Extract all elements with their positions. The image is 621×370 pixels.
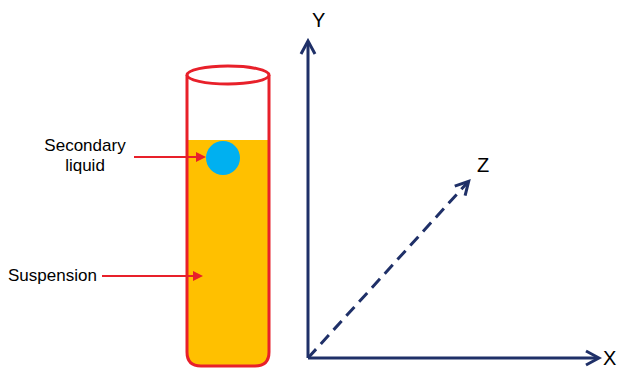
leader-arrow [102, 275, 201, 277]
y-axis [307, 42, 310, 358]
callout-label: Secondary liquid [38, 136, 132, 176]
test-tube-wall [187, 75, 269, 366]
callout-label: Suspension [8, 266, 97, 286]
leader-arrow [134, 156, 204, 158]
z-axis [308, 182, 468, 358]
suspension-fill [187, 140, 269, 366]
test-tube-rim [187, 66, 269, 84]
axis-label: Y [312, 8, 325, 32]
axis-label: X [603, 346, 616, 370]
axis-label: Z [477, 153, 489, 177]
x-axis [308, 357, 598, 360]
secondary-droplet [206, 141, 240, 175]
